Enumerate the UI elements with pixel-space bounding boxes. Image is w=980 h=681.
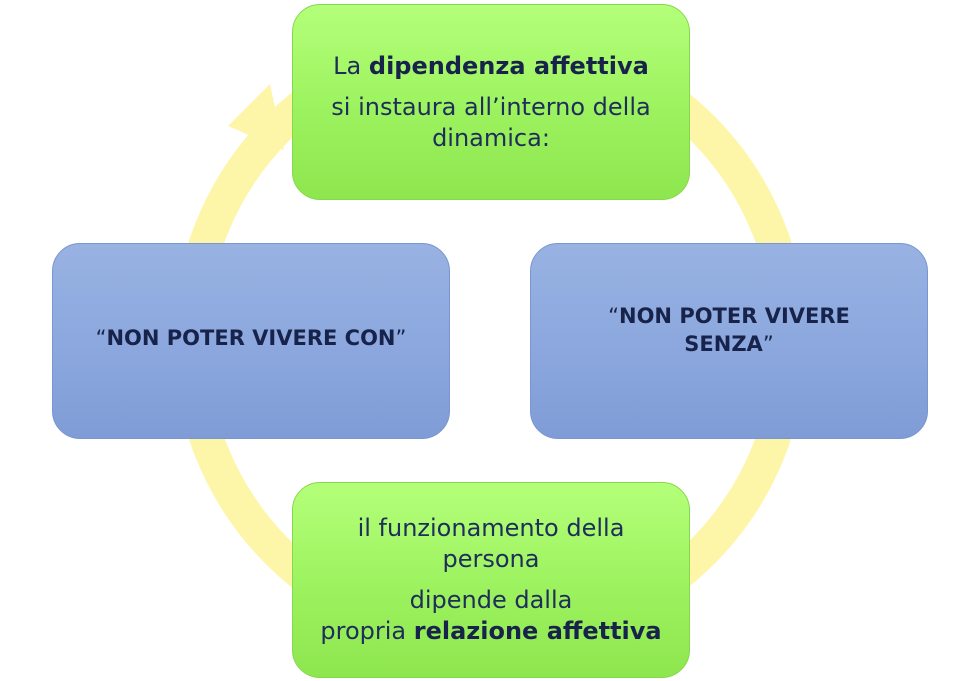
right-open-quote: “ (608, 304, 619, 328)
top-line-1-prefix: La (333, 51, 369, 80)
bottom-line-2b-prefix: propria (320, 617, 414, 645)
bottom-line-2b: propria relazione affettiva (320, 616, 661, 647)
bottom-line-2b-bold: relazione affettiva (413, 617, 662, 645)
top-box: La dipendenza affettiva si instaura all’… (292, 4, 690, 200)
left-open-quote: “ (95, 326, 107, 350)
top-line-1: La dipendenza affettiva (333, 51, 649, 82)
left-close-quote: ” (395, 326, 407, 350)
bottom-line-1: il funzionamento della persona (357, 514, 625, 573)
left-text: “NON POTER VIVERE CON” (96, 324, 407, 352)
bottom-line-2a: dipende dalla (409, 586, 573, 614)
right-box: “NON POTER VIVERE SENZA” (530, 243, 928, 439)
top-line-1-bold: dipendenza affettiva (368, 51, 649, 80)
left-bold: NON POTER VIVERE CON (106, 326, 396, 350)
bottom-box: il funzionamento della persona dipende d… (292, 482, 690, 678)
left-box: “NON POTER VIVERE CON” (52, 243, 450, 439)
right-close-quote: ” (762, 332, 774, 356)
cycle-arrowhead (228, 84, 284, 150)
top-line-2: si instaura all’interno della dinamica: (331, 92, 651, 152)
right-text: “NON POTER VIVERE SENZA” (531, 302, 927, 358)
right-bold: NON POTER VIVERE SENZA (619, 304, 850, 356)
